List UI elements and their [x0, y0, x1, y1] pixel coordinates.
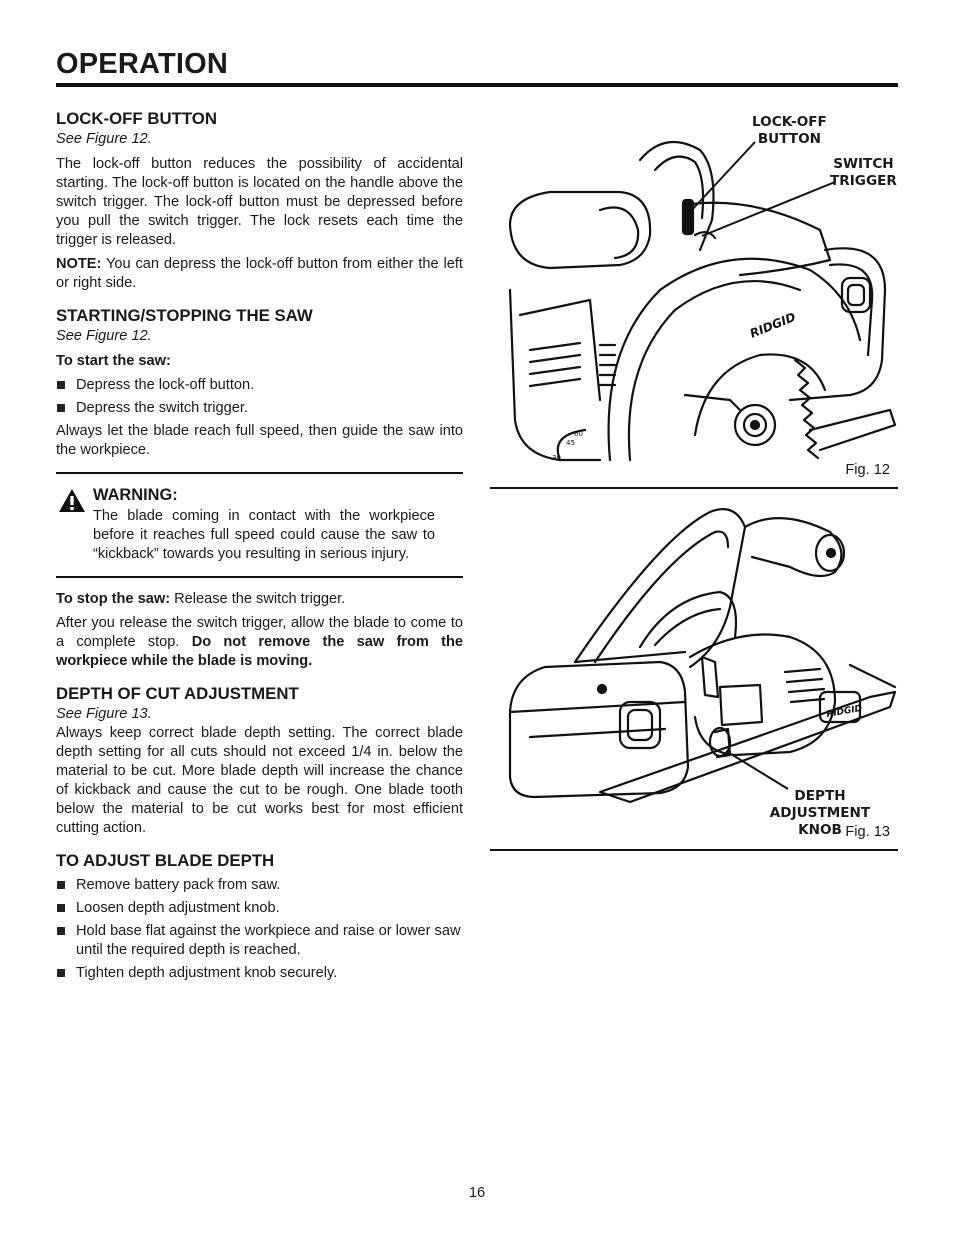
- page-number: 16: [468, 1185, 486, 1201]
- page-title: OPERATION: [56, 48, 229, 80]
- depth-heading: DEPTH OF CUT ADJUSTMENT: [56, 684, 299, 703]
- title-rule: [56, 83, 898, 87]
- saw-top-illustration: RIDGID: [508, 508, 897, 804]
- adjust-steps: Remove battery pack from saw. Loosen dep…: [56, 876, 463, 983]
- adjust-heading: TO ADJUST BLADE DEPTH: [56, 851, 275, 870]
- figure-13-label: Fig. 13: [845, 824, 890, 840]
- bevel-scale-60: 60: [574, 430, 583, 438]
- starting-after: Always let the blade reach full speed, t…: [56, 423, 463, 458]
- note-label: NOTE:: [56, 256, 102, 272]
- callout-line: KNOB: [798, 822, 842, 838]
- list-item: Depress the switch trigger.: [56, 399, 463, 418]
- list-item: Remove battery pack from saw.: [56, 876, 463, 895]
- stop-paragraph: To stop the saw: Release the switch trig…: [56, 590, 463, 609]
- warning-box: WARNING: The blade coming in contact wit…: [56, 472, 463, 578]
- note-text: You can depress the lock-off button from…: [56, 256, 463, 291]
- callout-line: DEPTH ADJUSTMENT: [769, 788, 871, 821]
- start-steps: Depress the lock-off button. Depress the…: [56, 376, 463, 418]
- list-item: Loosen depth adjustment knob.: [56, 899, 463, 918]
- depth-body: Always keep correct blade depth setting.…: [56, 725, 463, 836]
- stop-after-bold: Do not remove the saw from the workpiece…: [56, 634, 464, 669]
- blade-brand-text: RIDGID: [748, 310, 798, 341]
- lockoff-note: NOTE: You can depress the lock-off butto…: [56, 255, 463, 293]
- lockoff-see-figure: See Figure 12.: [56, 131, 152, 147]
- warning-triangle-icon: [59, 489, 85, 512]
- start-label: To start the saw:: [56, 352, 463, 371]
- saw-side-illustration: RIDGID 30 45 60: [508, 140, 897, 462]
- callout-line: LOCK-OFF: [752, 114, 827, 130]
- figure-12-label: Fig. 12: [845, 462, 890, 478]
- stop-text: Release the switch trigger.: [170, 591, 346, 607]
- starting-see-figure: See Figure 12.: [56, 328, 152, 344]
- starting-heading: STARTING/STOPPING THE SAW: [56, 306, 313, 325]
- callout-lockoff-button: LOCK-OFF BUTTON: [752, 114, 827, 148]
- motor-brand-text: RIDGID: [826, 704, 864, 720]
- figure-12: RIDGID 30 45 60 LOCK-OFF BUTTON SWITCH T…: [490, 100, 898, 489]
- callout-switch-trigger: SWITCH TRIGGER: [830, 156, 897, 190]
- callout-line: TRIGGER: [830, 173, 897, 189]
- lockoff-heading: LOCK-OFF BUTTON: [56, 109, 217, 128]
- callout-line: BUTTON: [757, 131, 822, 147]
- list-item: Hold base flat against the workpiece and…: [56, 922, 463, 960]
- bevel-scale-30: 30: [552, 454, 561, 462]
- depth-see-figure: See Figure 13.: [56, 706, 152, 722]
- warning-title: WARNING:: [93, 486, 178, 504]
- stop-after-plain: After you release the switch trigger, al…: [56, 615, 463, 650]
- stop-label: To stop the saw:: [56, 591, 171, 607]
- bevel-scale-45: 45: [566, 439, 575, 447]
- figure-13: RIDGID DEPTH ADJUSTMENT KNOB Fig. 13: [490, 497, 898, 851]
- list-item: Depress the lock-off button.: [56, 376, 463, 395]
- list-item: Tighten depth adjustment knob securely.: [56, 964, 463, 983]
- callout-depth-adjustment-knob: DEPTH ADJUSTMENT KNOB: [742, 788, 898, 839]
- start-label-text: To start the saw:: [56, 353, 171, 369]
- callout-line: SWITCH: [833, 156, 894, 172]
- warning-text: The blade coming in contact with the wor…: [93, 508, 435, 562]
- stop-after: After you release the switch trigger, al…: [56, 614, 463, 671]
- text-column: LOCK-OFF BUTTON See Figure 12. The lock-…: [56, 108, 463, 987]
- lockoff-body: The lock-off button reduces the possibil…: [56, 156, 463, 248]
